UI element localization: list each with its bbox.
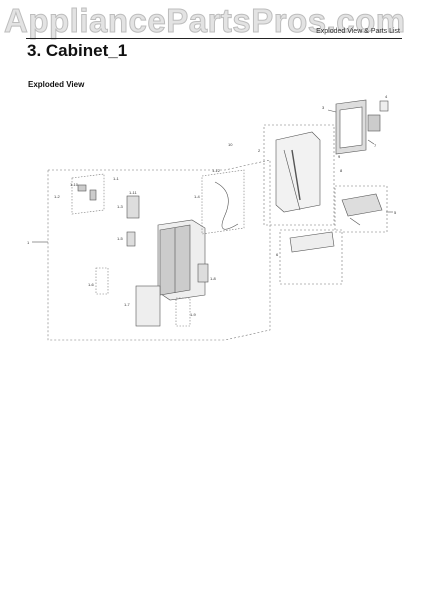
callout-10: 10 (228, 142, 233, 147)
callout-5: 5 (394, 210, 397, 215)
small-bracket-part (379, 100, 389, 112)
door-group-outline (263, 124, 335, 226)
header-rule (26, 38, 402, 39)
callout-1-5: 1-5 (117, 236, 124, 241)
callout-7: 7 (374, 143, 377, 148)
drawer-part (341, 193, 383, 217)
callout-1-8: 1-8 (210, 276, 217, 281)
handle-group-part (95, 267, 109, 295)
callout-1-1: 1-1 (113, 176, 120, 181)
callout-3: 3 (322, 105, 325, 110)
watermark: AppliancePartsPros.com (4, 2, 406, 40)
callout-main: 1 (27, 240, 30, 245)
door-liner-part (135, 285, 161, 327)
callout-1-11: 1-11 (129, 190, 137, 195)
callout-1-6: 1-6 (88, 282, 95, 287)
callout-8: 8 (340, 168, 343, 173)
document-header: Exploded View & Parts List (316, 28, 400, 35)
callout-6: 6 (276, 252, 279, 257)
cable-assembly-part (201, 169, 245, 235)
pin-group-part (175, 297, 191, 327)
door-part (275, 131, 321, 213)
callout-1-3: 1-3 (117, 204, 124, 209)
section-subtitle: Exploded View (28, 80, 85, 89)
callout-2: 2 (258, 148, 261, 153)
callout-4: 4 (385, 94, 388, 99)
callout-1-7: 1-7 (124, 302, 131, 307)
callout-1-9: 1-9 (190, 312, 197, 317)
callout-1-10: 1-10 (70, 182, 79, 187)
rail-group-outline (279, 229, 343, 285)
callout-1-12: 1-12 (212, 168, 221, 173)
side-bracket-part (197, 263, 209, 283)
bracket-assembly-part (71, 173, 105, 215)
callout-1-2: 1-2 (54, 194, 61, 199)
main-group-outline (47, 159, 271, 341)
section-title: 3. Cabinet_1 (27, 41, 128, 60)
drawer-group-outline (334, 185, 388, 233)
callout-1-4: 1-4 (194, 194, 201, 199)
clip-part (126, 231, 136, 247)
hinge-part (126, 195, 140, 219)
rail-part (289, 231, 335, 253)
cover-part (367, 114, 381, 132)
callout-9: 9 (338, 154, 341, 159)
